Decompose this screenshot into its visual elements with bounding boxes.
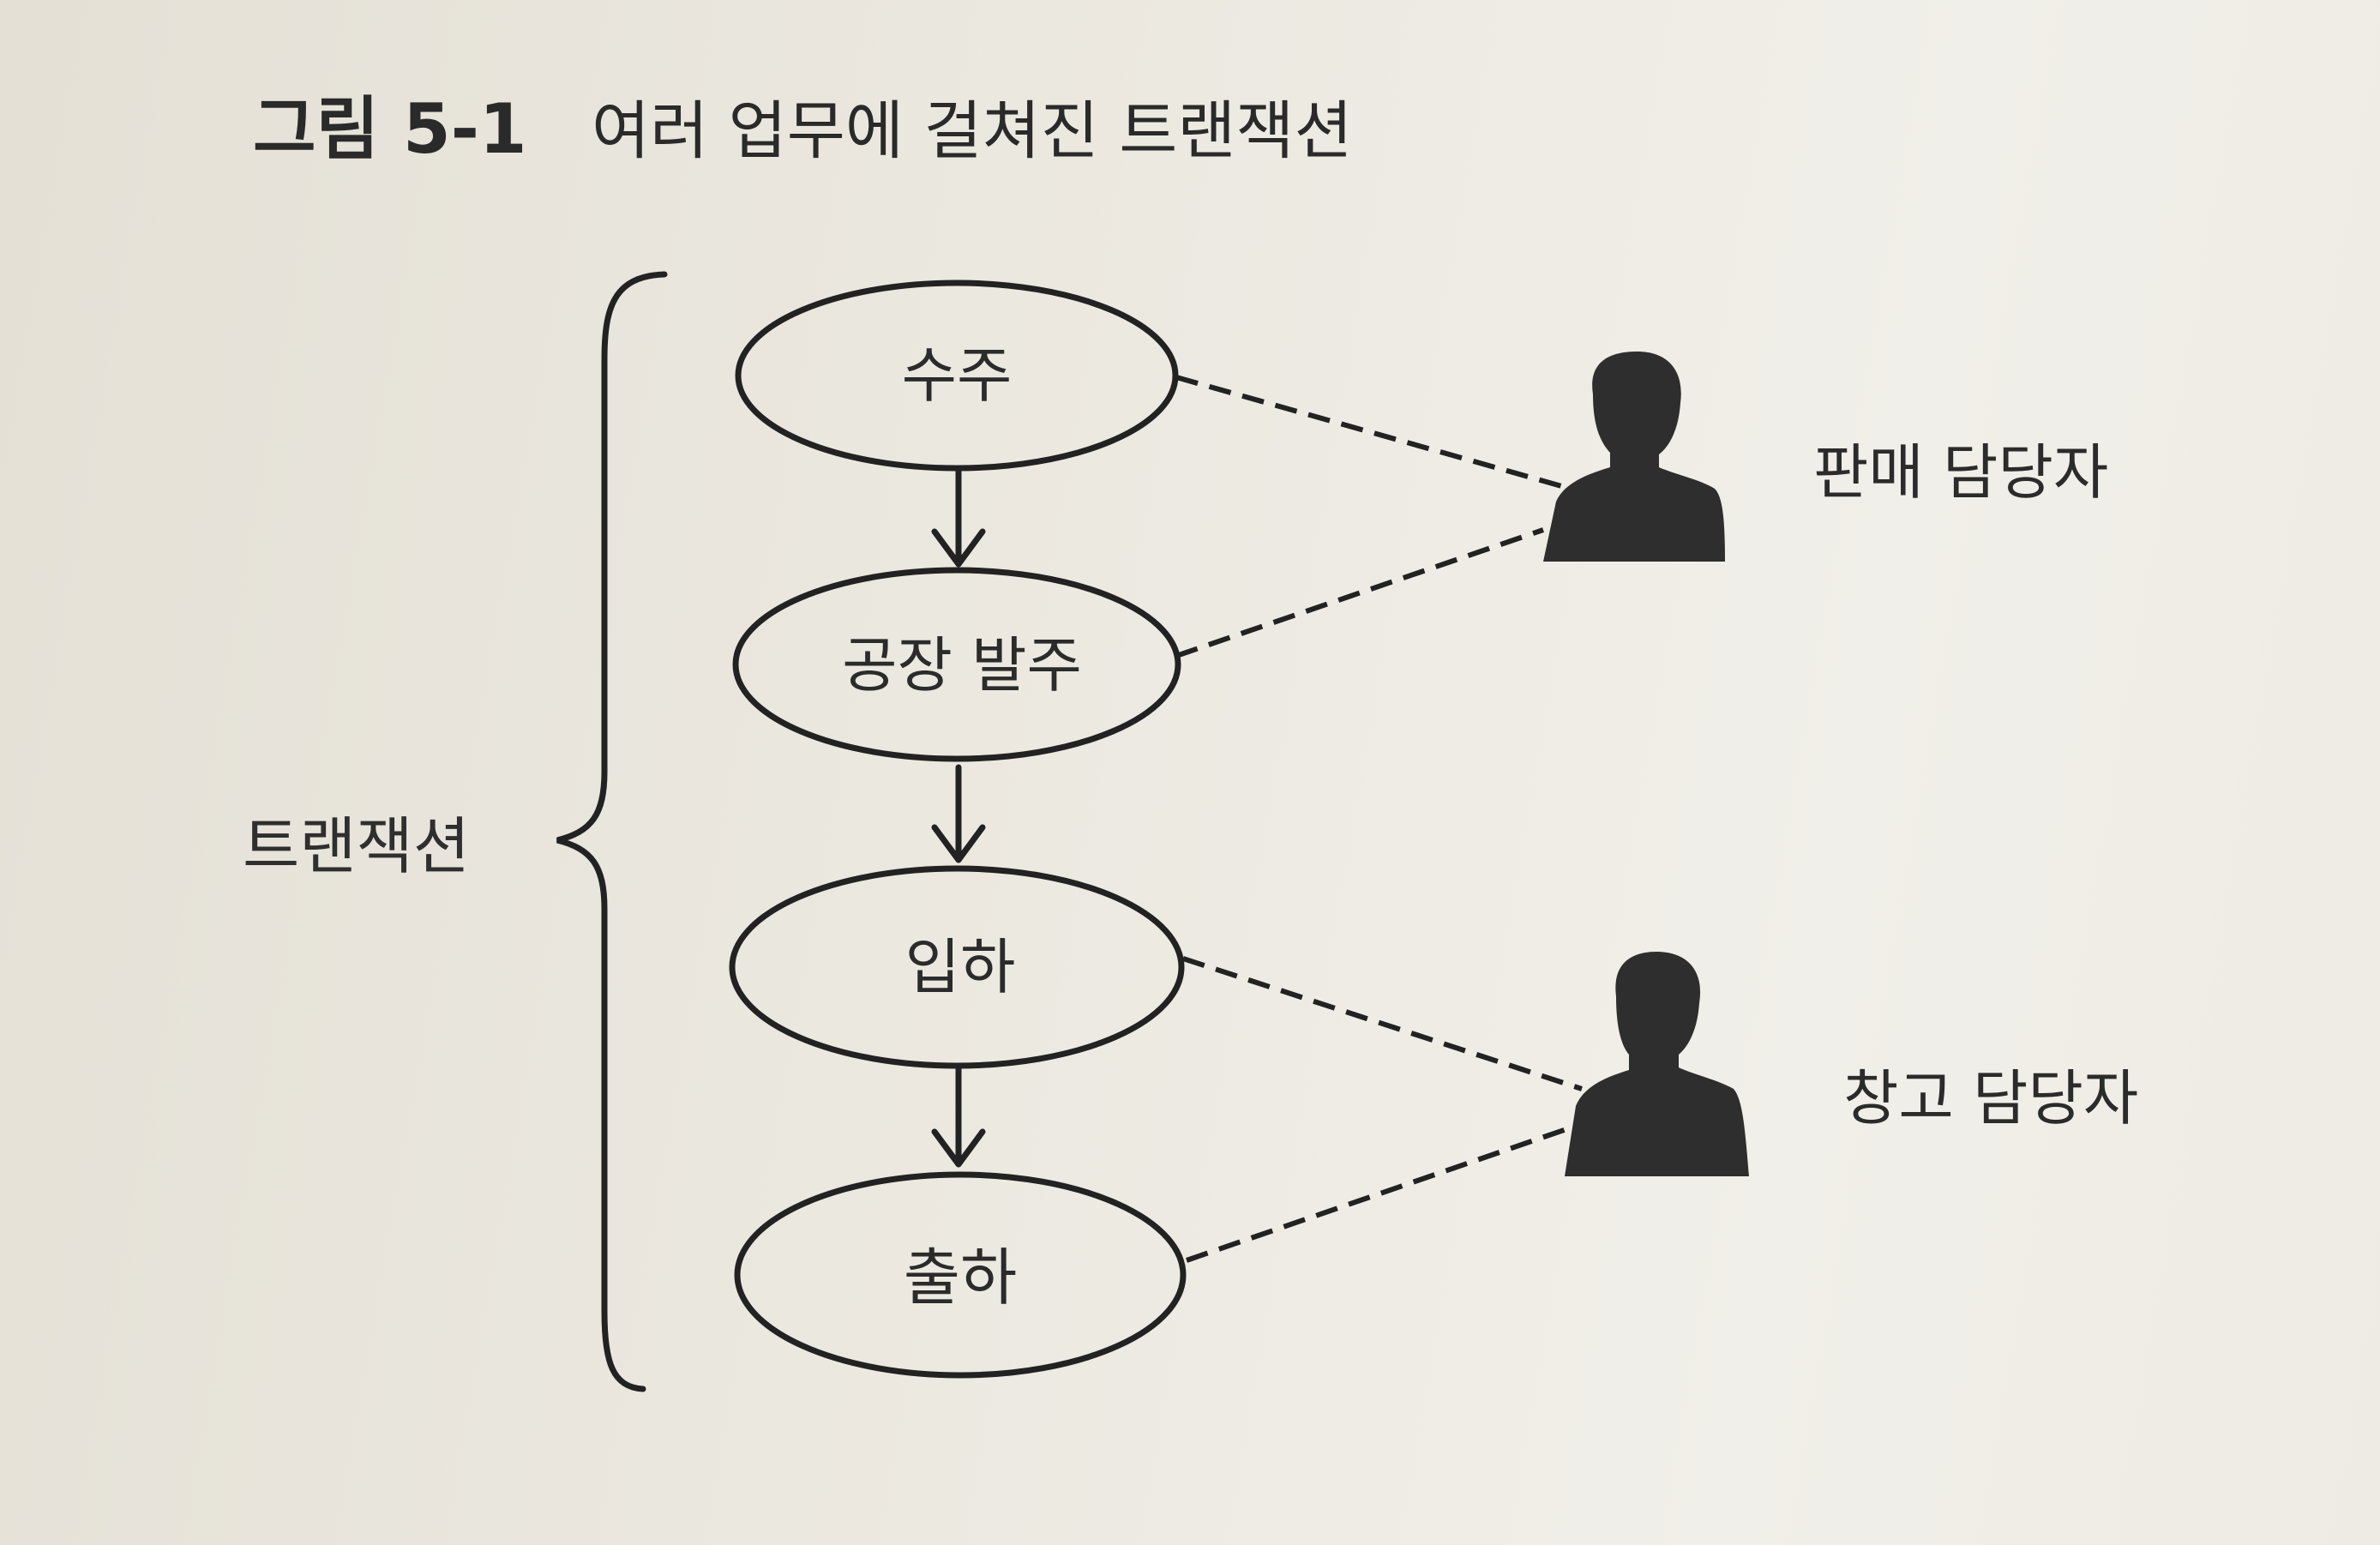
association-factory-order-sales (1175, 527, 1544, 658)
person-icon (1543, 352, 1725, 562)
actor-label-warehouse: 창고 담당자 (1843, 1063, 2138, 1133)
node-label-receiving: 입하 (905, 932, 1016, 1002)
association-shipping-warehouse (1186, 1126, 1570, 1263)
process-node-factory-order: 공장 발주 (732, 567, 1181, 762)
node-label-factory-order: 공장 발주 (842, 630, 1082, 700)
flow-arrow-factory-order-to-receiving (931, 764, 986, 863)
flow-arrow-order-to-factory-order (931, 466, 986, 568)
flow-arrow-receiving-to-shipping (931, 1064, 986, 1168)
association-lines (1175, 375, 1583, 1263)
node-label-order: 수주 (902, 340, 1013, 411)
association-receiving-warehouse (1182, 956, 1583, 1091)
process-node-order: 수주 (735, 280, 1179, 472)
process-node-receiving: 입하 (729, 865, 1185, 1069)
node-label-shipping: 출하 (904, 1241, 1017, 1314)
transaction-label: 트랜잭션 (243, 810, 470, 882)
actor-label-sales: 판매 담당자 (1813, 437, 2108, 508)
figure-title: 여러 업무에 걸쳐진 트랜잭션 (592, 94, 1353, 168)
process-node-shipping: 출하 (734, 1171, 1187, 1379)
figure-number: 그림 5-1 (253, 89, 527, 169)
person-icon (1565, 952, 1749, 1176)
association-order-sales (1175, 375, 1566, 490)
flow-arrows (931, 466, 986, 1168)
transaction-brace (556, 271, 668, 1392)
